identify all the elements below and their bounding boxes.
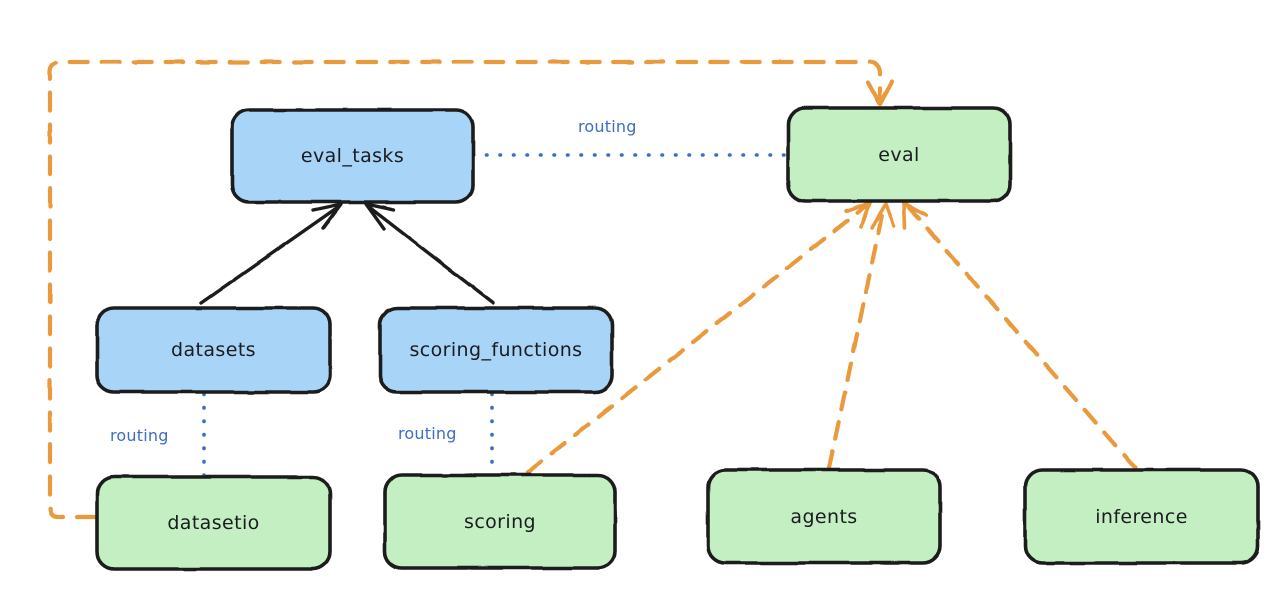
edge-label-routing-datasetio: routing (110, 426, 169, 445)
node-agents[interactable] (706, 468, 942, 565)
node-scoring_functions[interactable] (378, 306, 614, 394)
edge-scoring_functions-eval_tasks (364, 202, 495, 305)
node-eval[interactable] (786, 106, 1012, 203)
edge-inference-eval (902, 201, 1138, 471)
node-inference[interactable] (1023, 468, 1260, 565)
edge-datasets-eval_tasks (199, 202, 343, 305)
edge-datasetio-eval (47, 59, 895, 520)
node-eval_tasks[interactable] (230, 108, 475, 204)
node-scoring[interactable] (383, 473, 617, 570)
edge-agents-eval (826, 202, 896, 471)
edge-label-routing-scoring: routing (398, 424, 457, 443)
edge-label-routing-eval: routing (578, 117, 637, 136)
node-datasetio[interactable] (95, 475, 332, 571)
edge-scoring-eval (525, 201, 872, 475)
node-datasets[interactable] (95, 306, 332, 394)
